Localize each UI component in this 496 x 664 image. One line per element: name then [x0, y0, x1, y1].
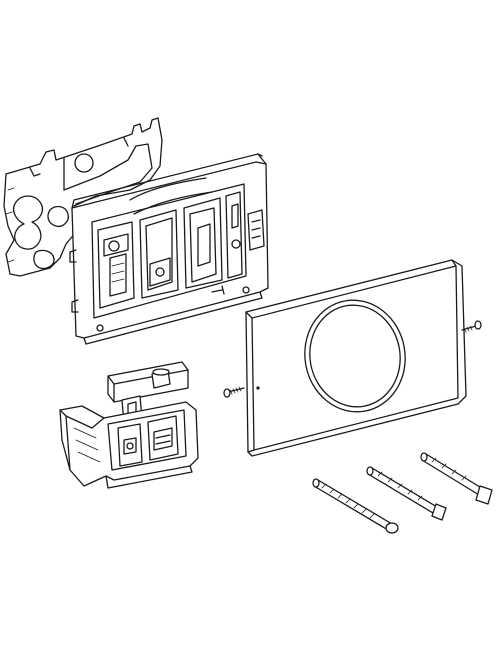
cover-plate [245, 259, 467, 457]
frame-screw [211, 285, 225, 295]
mounting-template [3, 117, 163, 277]
mounting-frame [69, 153, 269, 345]
plate-screw-right [461, 320, 482, 333]
mounting-bolt-1 [312, 478, 399, 534]
plate-screw-left [223, 386, 245, 398]
mounting-bolt-2 [366, 466, 447, 521]
control-module [59, 361, 199, 489]
mounting-bolt-3 [420, 452, 493, 505]
